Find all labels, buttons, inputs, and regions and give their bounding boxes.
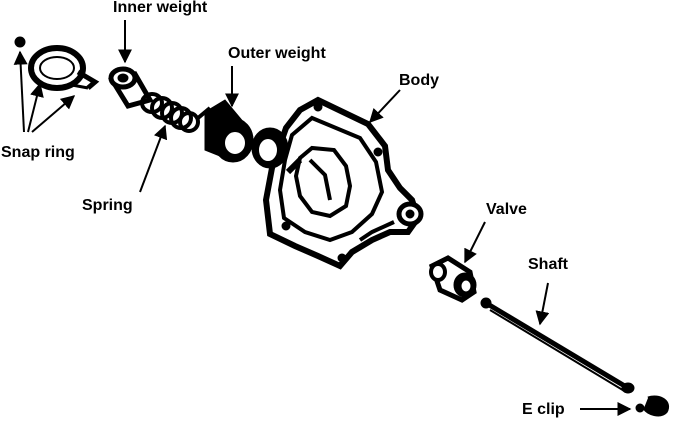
leader-lines [13,20,632,416]
valve-label: Valve [486,201,527,218]
body-part [251,96,424,270]
e-clip-part [635,395,669,417]
shaft-label: Shaft [528,256,568,273]
spring-label: Spring [82,197,133,214]
e-clip-label: E clip [522,401,565,418]
snap-ring-part [14,36,100,91]
shaft-part [480,297,635,394]
inner-weight-part [108,66,154,109]
inner-weight-label: Inner weight [113,0,208,16]
spring-part [140,92,200,133]
valve-part [428,255,477,303]
outer-weight-part [196,99,254,163]
body-label: Body [399,72,439,89]
outer-weight-label: Outer weight [228,45,326,62]
snap-ring-label: Snap ring [1,144,75,161]
